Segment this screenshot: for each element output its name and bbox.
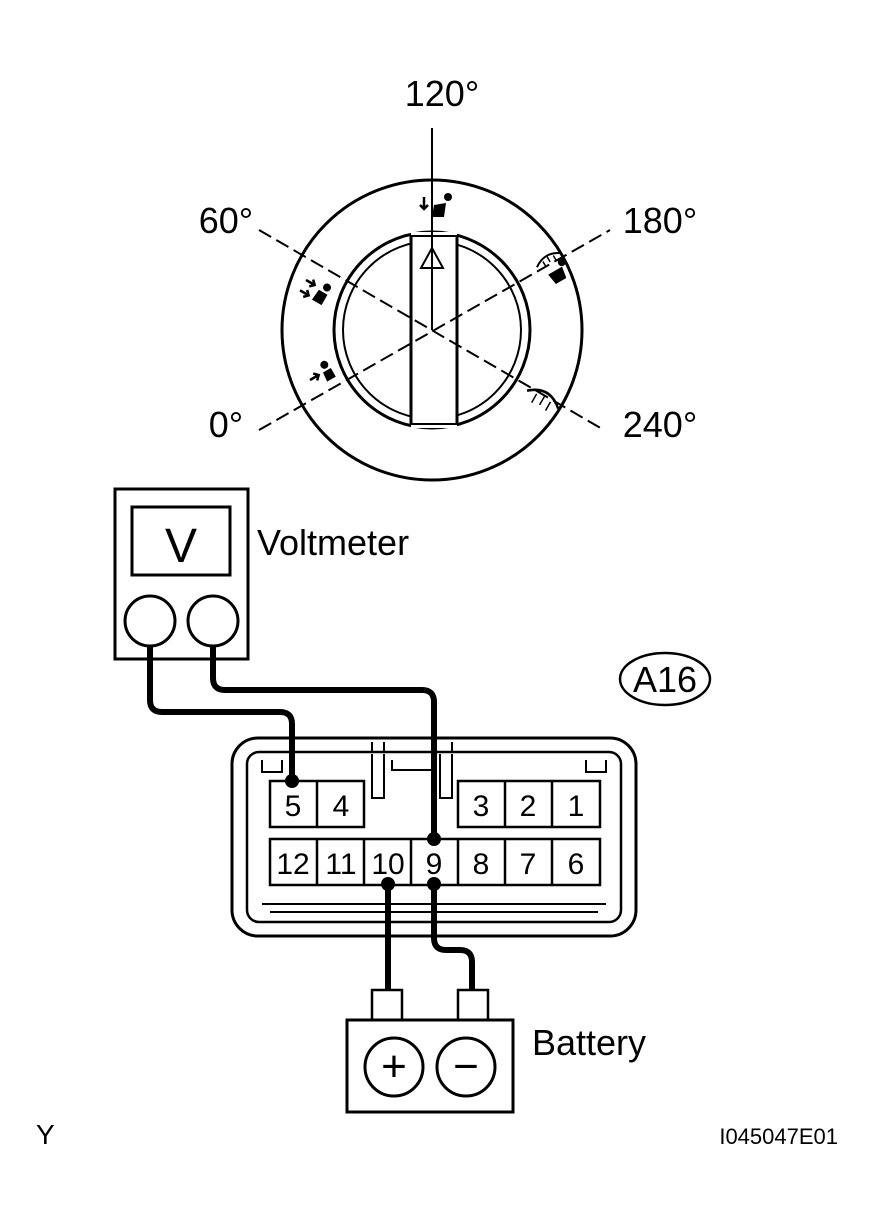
battery-body (345, 1018, 515, 1114)
pin-1: 1 (568, 790, 585, 823)
pin-10: 10 (371, 848, 404, 881)
voltmeter-display-text: V (165, 520, 197, 573)
wire-voltmeter-to-pin-9 (210, 646, 437, 838)
angle-label-240: 240° (623, 404, 697, 445)
voltmeter-display (130, 505, 232, 577)
pin-9: 9 (426, 848, 443, 881)
pin-12: 12 (276, 848, 309, 881)
angle-label-120: 120° (405, 73, 479, 114)
pin-7: 7 (520, 848, 537, 881)
foot-mode-icon (419, 193, 452, 217)
pin-5: 5 (285, 790, 302, 823)
battery-label: Battery (532, 1022, 646, 1063)
connector-code-badge: A16 (618, 651, 712, 707)
wire-voltmeter-to-pin-5 (147, 646, 295, 780)
defrost-mode-icon (526, 388, 560, 411)
guide-line-0-180 (258, 229, 611, 431)
guide-line-60-240 (258, 229, 605, 431)
face-mode-icon (309, 360, 336, 382)
probe-dot-pin-10 (381, 877, 395, 891)
connector-a16: 5 4 3 2 1 12 11 10 9 8 7 6 (230, 736, 638, 938)
voltmeter-probe-jack-left (123, 594, 177, 648)
pin-11: 11 (325, 848, 356, 881)
voltmeter-probe-jack-right (186, 594, 240, 648)
pin-3: 3 (473, 790, 490, 823)
battery-negative-marker (435, 1036, 497, 1098)
connector-code: A16 (633, 659, 697, 700)
bi-level-mode-icon (299, 278, 332, 306)
angle-label-60: 60° (199, 200, 253, 241)
footer-left-code: Y (36, 1119, 55, 1150)
battery-terminal-positive (370, 988, 404, 1022)
connector-housing-inner (245, 750, 623, 924)
voltmeter-body (113, 487, 250, 661)
battery-positive-marker (363, 1036, 425, 1098)
battery-terminal-negative (456, 988, 490, 1022)
battery: + − Battery (345, 988, 646, 1114)
angle-label-180: 180° (623, 200, 697, 241)
figure-id: I045047E01 (719, 1124, 838, 1149)
connector-housing-outer (230, 736, 638, 938)
probe-dot-pin-9-top (427, 832, 441, 846)
mode-selector-dial: 120° 60° 180° 0° 240° (199, 73, 697, 482)
pin-2: 2 (520, 790, 537, 823)
pin-4: 4 (333, 790, 350, 823)
voltmeter: V Voltmeter (113, 487, 409, 661)
battery-negative-sign: − (453, 1042, 479, 1091)
probe-dot-pin-9-bottom (427, 877, 441, 891)
voltmeter-label: Voltmeter (257, 522, 409, 563)
pin-6: 6 (568, 848, 585, 881)
battery-positive-sign: + (381, 1042, 407, 1091)
wiring (147, 646, 475, 990)
wire-pin-9-to-battery-negative (431, 884, 475, 990)
foot-defrost-mode-icon (536, 252, 567, 284)
pin-8: 8 (473, 848, 490, 881)
angle-label-0: 0° (209, 404, 243, 445)
probe-dot-pin-5 (285, 774, 299, 788)
